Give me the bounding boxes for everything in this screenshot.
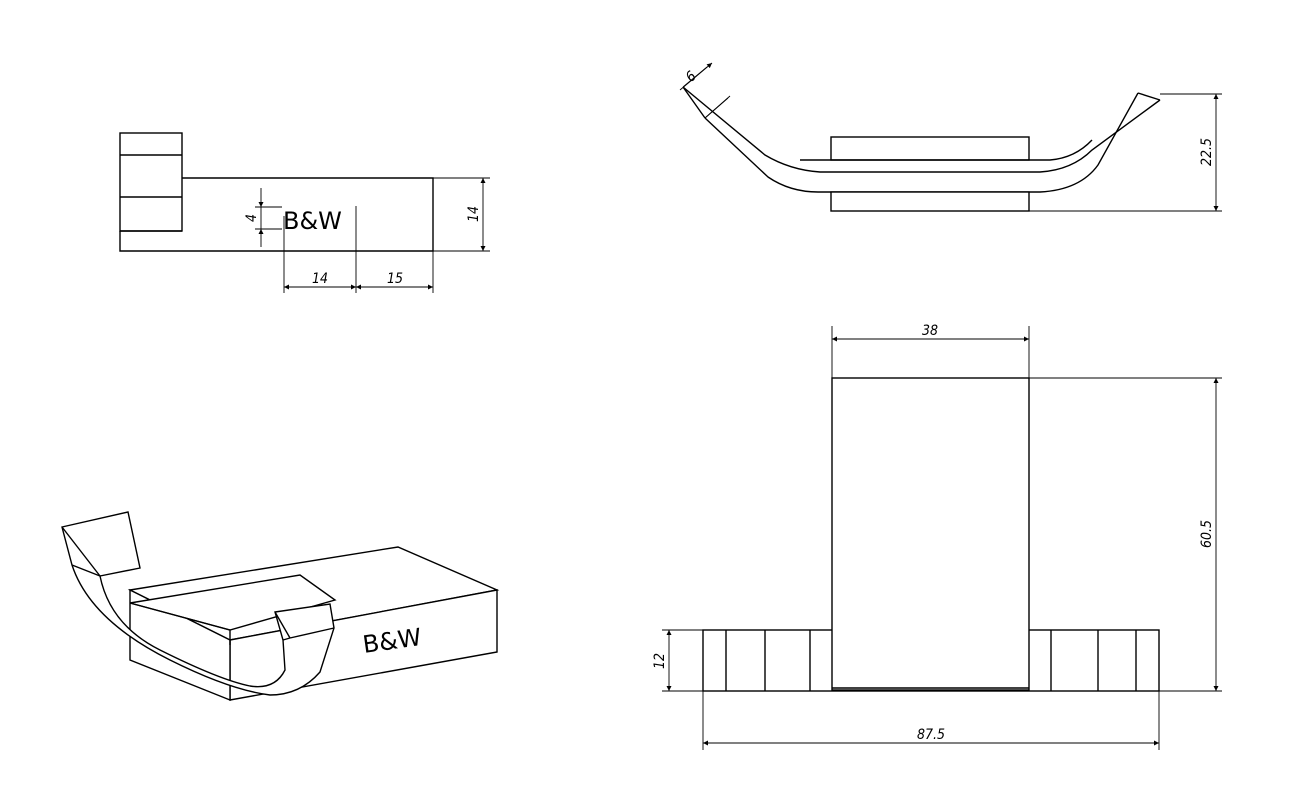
- top-view: 38 60.5 12 87.5: [652, 323, 1222, 750]
- dim-base-height: 12: [652, 653, 668, 669]
- front-hook-lower: [704, 92, 1139, 193]
- dim-plate-width: 38: [922, 323, 938, 339]
- iso-hook: [61, 511, 335, 696]
- front-top-plate: [830, 136, 1030, 161]
- side-logo: B&W: [283, 207, 342, 235]
- dim-front-height: 22.5: [1199, 138, 1215, 166]
- front-bottom-plate: [830, 191, 1030, 212]
- dim-side-offset-a: 14: [312, 271, 328, 287]
- top-plate: [831, 377, 1030, 691]
- dim-side-logo-height: 4: [244, 214, 260, 222]
- dim-arm-thickness: 6: [683, 68, 700, 85]
- dim-side-height: 14: [466, 206, 482, 222]
- front-view: 6 22.5: [679, 62, 1222, 212]
- isometric-view: B&W: [61, 511, 500, 702]
- front-hook-upper: [682, 86, 1161, 173]
- dim-total-height: 60.5: [1199, 520, 1215, 548]
- side-view: B&W 4 14 14 15: [119, 132, 490, 293]
- dim-total-width: 87.5: [917, 727, 945, 743]
- side-body: [119, 177, 434, 252]
- dim-side-offset-b: 15: [387, 271, 403, 287]
- side-hook-block: [119, 132, 183, 232]
